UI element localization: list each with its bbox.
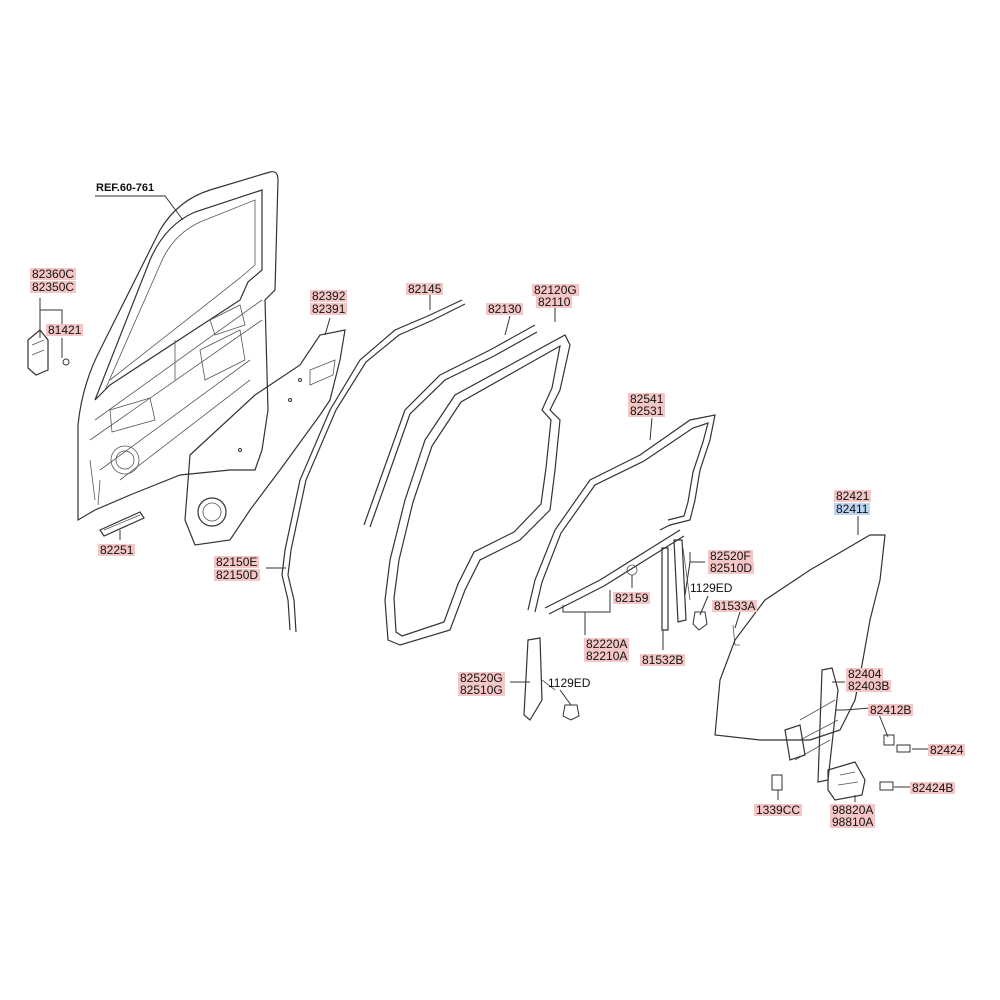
label-98820a[interactable]: 98820A xyxy=(830,803,876,817)
label-82150d[interactable]: 82150D xyxy=(214,568,261,582)
label-82510d[interactable]: 82510D xyxy=(708,561,755,575)
label-1129ed-lower: 1129ED xyxy=(548,676,591,690)
strip-82251-part xyxy=(99,511,145,537)
label-82404[interactable]: 82404 xyxy=(846,667,884,681)
regulator-82404-part xyxy=(771,667,911,801)
label-82251[interactable]: 82251 xyxy=(98,543,136,557)
label-82412b[interactable]: 82412B xyxy=(868,703,914,717)
leader-lines xyxy=(39,195,928,802)
label-82424[interactable]: 82424 xyxy=(928,743,966,757)
label-82421[interactable]: 82421 xyxy=(834,489,872,503)
channel-81532b-part xyxy=(661,539,740,646)
label-82145[interactable]: 82145 xyxy=(406,282,444,296)
label-82510g[interactable]: 82510G xyxy=(458,683,505,697)
label-82159[interactable]: 82159 xyxy=(613,591,651,605)
weatherstrip-82145-part xyxy=(281,299,466,633)
channel-82520g-part xyxy=(523,637,580,721)
label-81533a[interactable]: 81533A xyxy=(712,599,758,613)
label-ref-60-761: REF.60-761 xyxy=(96,182,155,194)
label-82110[interactable]: 82110 xyxy=(536,295,573,309)
door-shell-part xyxy=(77,171,279,522)
trim-panel-82392-part xyxy=(184,329,346,546)
label-82391[interactable]: 82391 xyxy=(310,302,348,316)
label-82350c[interactable]: 82350C xyxy=(30,280,77,294)
label-82130[interactable]: 82130 xyxy=(486,302,524,316)
label-82392[interactable]: 82392 xyxy=(310,289,348,303)
label-82120g[interactable]: 82120G xyxy=(532,283,579,297)
label-82210a[interactable]: 82210A xyxy=(584,649,630,663)
label-81421[interactable]: 81421 xyxy=(46,323,84,337)
label-82520g[interactable]: 82520G xyxy=(458,671,505,685)
label-1339cc[interactable]: 1339CC xyxy=(754,803,803,817)
label-82150e[interactable]: 82150E xyxy=(214,555,260,569)
label-81532b[interactable]: 81532B xyxy=(640,653,686,667)
label-98810a[interactable]: 98810A xyxy=(830,815,876,829)
label-82360c[interactable]: 82360C xyxy=(30,267,77,281)
door-seal-82120g-part xyxy=(384,334,571,646)
glass-run-82541-part xyxy=(527,414,716,613)
label-82220a[interactable]: 82220A xyxy=(584,637,630,651)
label-82520f[interactable]: 82520F xyxy=(708,549,753,563)
channel-82130-part xyxy=(363,324,538,528)
label-1129ed-upper: 1129ED xyxy=(690,581,733,595)
label-82403b[interactable]: 82403B xyxy=(846,679,892,693)
label-82531[interactable]: 82531 xyxy=(628,404,666,418)
label-82424b[interactable]: 82424B xyxy=(910,781,956,795)
label-82411[interactable]: 82411 xyxy=(834,502,871,516)
label-82541[interactable]: 82541 xyxy=(628,392,666,406)
